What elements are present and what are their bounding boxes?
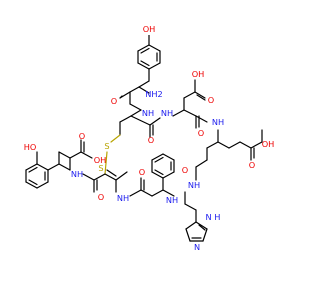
glu-amide-nh-label: NH [212, 117, 224, 127]
cys-amide-o-label: O [139, 167, 145, 177]
top-amine-label: NH2 [145, 89, 163, 99]
central-o-label: O [182, 165, 188, 175]
top-phenol-oh-label: OH [143, 24, 156, 34]
his-ring-nh-label: N H [206, 212, 221, 222]
ctyr-acid-oh-label: OH [94, 155, 107, 165]
asp-amide-o-label: O [148, 135, 154, 145]
asp-backbone-o-label: O [198, 128, 204, 138]
central-benzene-ring [151, 153, 175, 179]
imidazole-ring [185, 221, 208, 242]
ctyr-amide-nh-label: NH [71, 169, 83, 179]
asp-acid-oh-label: OH [192, 69, 205, 79]
left-phenol-ring [25, 163, 71, 189]
top-amide-nh-label: NH [142, 108, 154, 118]
glu-acid-oh-label: OH [262, 139, 275, 149]
top-phenol-ring [137, 32, 161, 70]
asp-acid-o-label: O [208, 95, 214, 105]
his-ring-n-label: N [194, 242, 200, 252]
asp-amide-nh-label: NH [161, 108, 173, 118]
cys-s1-label: S [104, 141, 109, 151]
structure-canvas: OH NH2 O NH S O NH OH O O NH OH O [23, 24, 275, 252]
molecule-diagram: OH NH2 O NH S O NH OH O O NH OH O [24, 24, 275, 252]
cys-amide-nh-label: NH [117, 193, 129, 203]
top-amide-o-label: O [111, 96, 117, 106]
his-nh-label: NH [188, 180, 200, 190]
ctyr-acid-o-label: O [79, 131, 85, 141]
glu-acid-o-label: O [249, 160, 255, 170]
cys-s2-label: S [98, 163, 103, 173]
top-phenol-hydroxyl: OH [142, 24, 156, 35]
left-phenol-oh-label: HO [24, 142, 37, 152]
lower-amide-nh-label: NH [166, 195, 178, 205]
top-amine: NH2 [145, 89, 163, 99]
ctyr-amide-o-label: O [98, 192, 104, 202]
